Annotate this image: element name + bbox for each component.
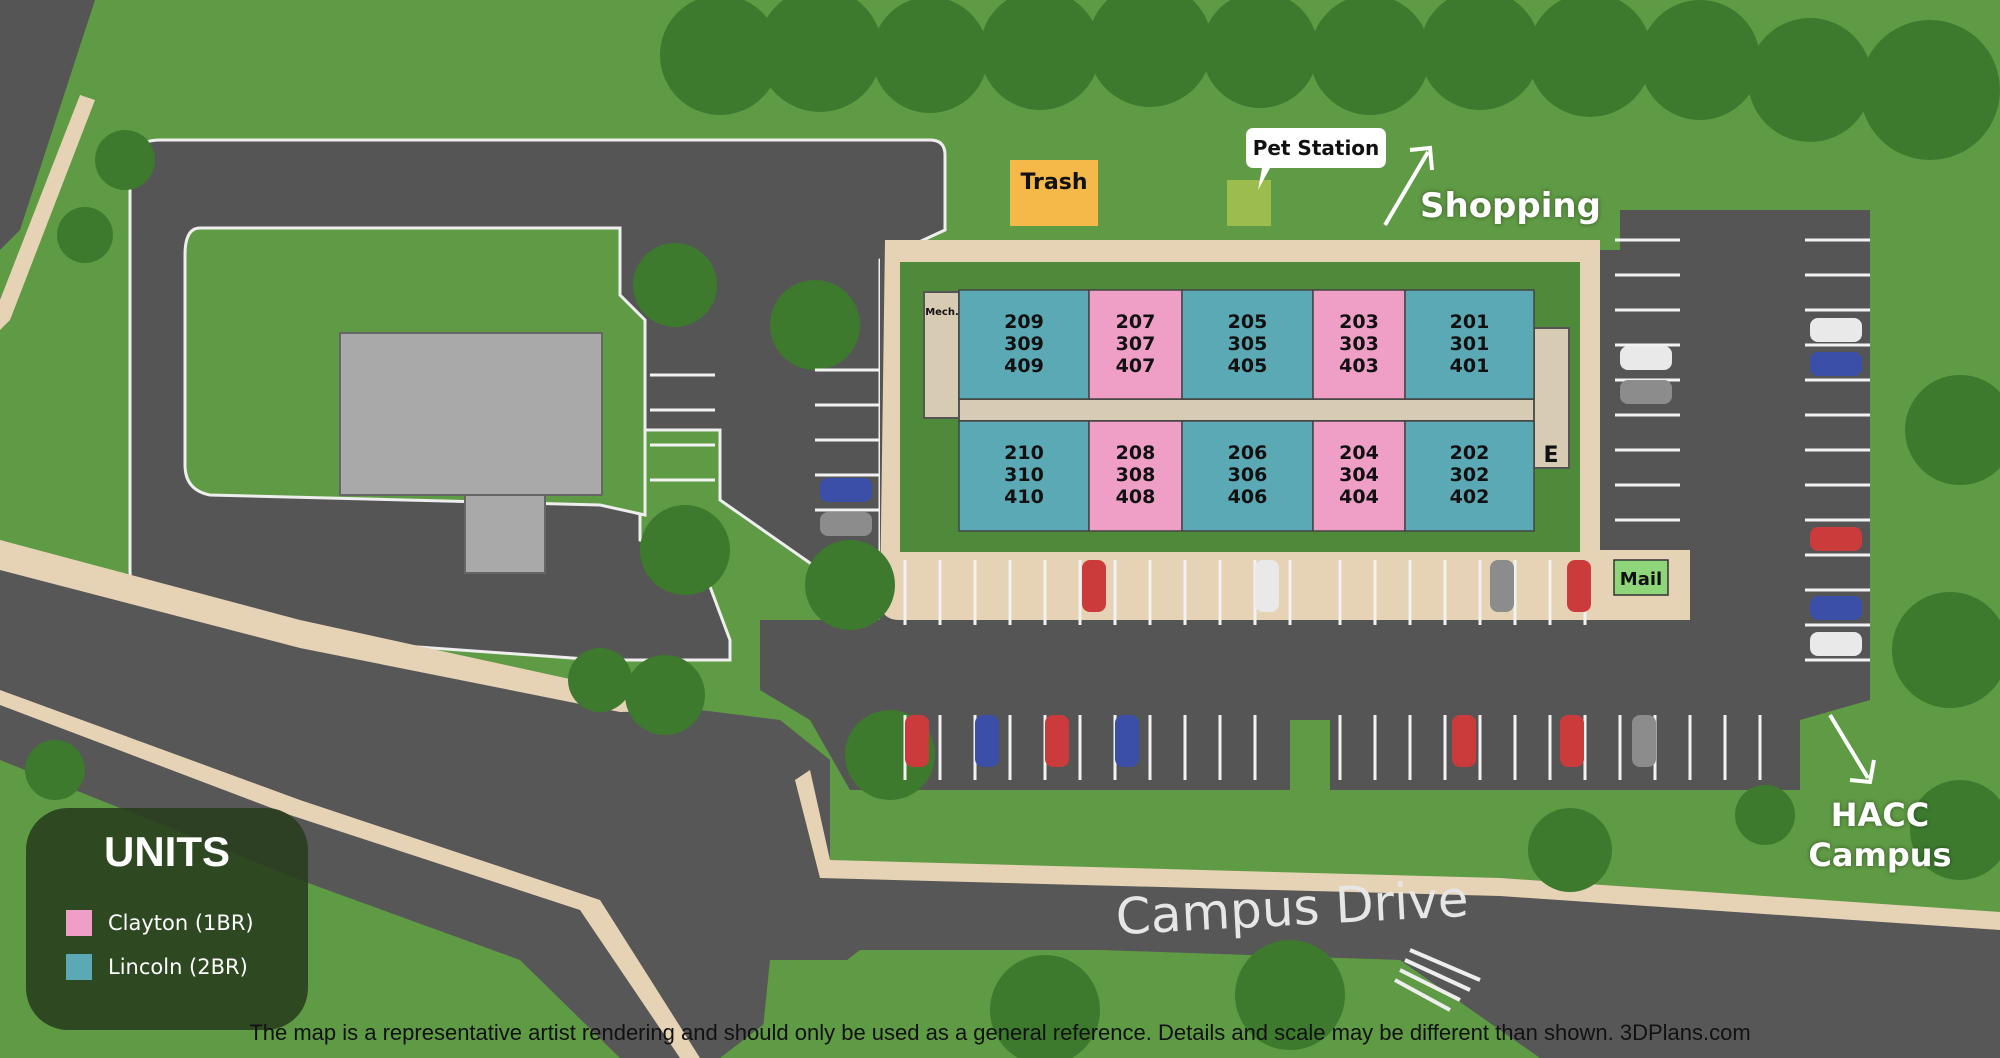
unit-number: 402: [1450, 486, 1490, 508]
unit-number: 305: [1228, 333, 1268, 355]
unit-number: 207: [1116, 311, 1156, 333]
unit-number: 206: [1228, 442, 1268, 464]
bottom-row-unit-block: [1181, 420, 1314, 532]
unit-number: 209: [1004, 311, 1044, 333]
hacc-label-line2: Campus: [1808, 836, 1952, 874]
unit-number: 410: [1004, 486, 1044, 508]
unit-number: 208: [1116, 442, 1156, 464]
unit-number: 308: [1116, 464, 1156, 486]
unit-number: 302: [1450, 464, 1490, 486]
trash-area: [1010, 160, 1098, 226]
top-row-unit-block: [1312, 289, 1406, 400]
crosswalk: [1394, 948, 1481, 1012]
unit-number: 202: [1450, 442, 1490, 464]
top-row-unit-block: [958, 289, 1090, 400]
pet-station-bubble: [1246, 128, 1386, 168]
office-building-wing: [464, 494, 546, 574]
mail-label: Mail: [1620, 569, 1662, 590]
unit-number: 203: [1339, 311, 1379, 333]
shopping-label: Shopping: [1420, 186, 1601, 226]
lincoln-swatch: [66, 954, 92, 980]
legend-item-clayton: Clayton (1BR): [66, 910, 254, 936]
legend-item-label: Lincoln (2BR): [108, 955, 248, 979]
east-stair: [1533, 327, 1570, 469]
top-row-unit-block: [1404, 289, 1535, 400]
legend-item-label: Clayton (1BR): [108, 911, 254, 935]
breezeway: [958, 398, 1535, 422]
unit-number: 307: [1116, 333, 1156, 355]
unit-number: 301: [1450, 333, 1490, 355]
top-row-unit-block: [1088, 289, 1183, 400]
top-row-unit-block: [1181, 289, 1314, 400]
unit-number: 405: [1228, 355, 1268, 377]
pet-station-label: Pet Station: [1253, 136, 1380, 160]
hacc-campus-label: HACC Campus: [1805, 795, 1955, 875]
legend-title: UNITS: [104, 828, 230, 875]
shopping-arrow-icon: [1383, 145, 1434, 227]
road-top-left: [0, 0, 95, 250]
elevator-label: E: [1543, 443, 1558, 468]
bottom-row-unit-block: [958, 420, 1090, 532]
unit-number: 404: [1339, 486, 1379, 508]
bottom-row-unit-block: [1088, 420, 1183, 532]
parking-stripes: [650, 238, 1870, 780]
parked-cars: [820, 318, 1862, 767]
disclaimer: The map is a representative artist rende…: [249, 1020, 1751, 1045]
unit-number: 409: [1004, 355, 1044, 377]
road-sidewalk-east: [795, 770, 2000, 930]
pet-station-area: [1227, 180, 1271, 226]
unit-number: 407: [1116, 355, 1156, 377]
apartment-building: 2093094092073074072053054052033034032013…: [923, 289, 1570, 532]
unit-number: 205: [1228, 311, 1268, 333]
sidewalk-top-left: [0, 95, 95, 330]
tree-line: [25, 0, 2000, 1058]
unit-number: 401: [1450, 355, 1490, 377]
bottom-row-unit-block: [1312, 420, 1406, 532]
unit-number: 204: [1339, 442, 1379, 464]
trash-label: Trash: [1020, 170, 1087, 195]
clayton-swatch: [66, 910, 92, 936]
west-stair: [923, 291, 960, 419]
unit-number: 310: [1004, 464, 1044, 486]
unit-number: 406: [1228, 486, 1268, 508]
unit-number: 306: [1228, 464, 1268, 486]
hacc-label-line1: HACC: [1830, 796, 1930, 834]
hacc-arrow-icon: [1828, 713, 1876, 785]
mech-label: Mech.: [925, 307, 959, 318]
pet-station-bubble-pointer: [1258, 168, 1270, 190]
road-sidewalk-south: [0, 690, 700, 1058]
office-building: [339, 332, 603, 496]
mail-area: [1613, 559, 1669, 596]
unit-number: 408: [1116, 486, 1156, 508]
legend-item-lincoln: Lincoln (2BR): [66, 954, 248, 980]
unit-number: 403: [1339, 355, 1379, 377]
units-legend: UNITS Clayton (1BR) Lincoln (2BR): [26, 808, 308, 1030]
unit-number: 304: [1339, 464, 1379, 486]
unit-number: 309: [1004, 333, 1044, 355]
unit-number: 201: [1450, 311, 1490, 333]
unit-number: 303: [1339, 333, 1379, 355]
bottom-row-unit-block: [1404, 420, 1535, 532]
unit-number: 210: [1004, 442, 1044, 464]
